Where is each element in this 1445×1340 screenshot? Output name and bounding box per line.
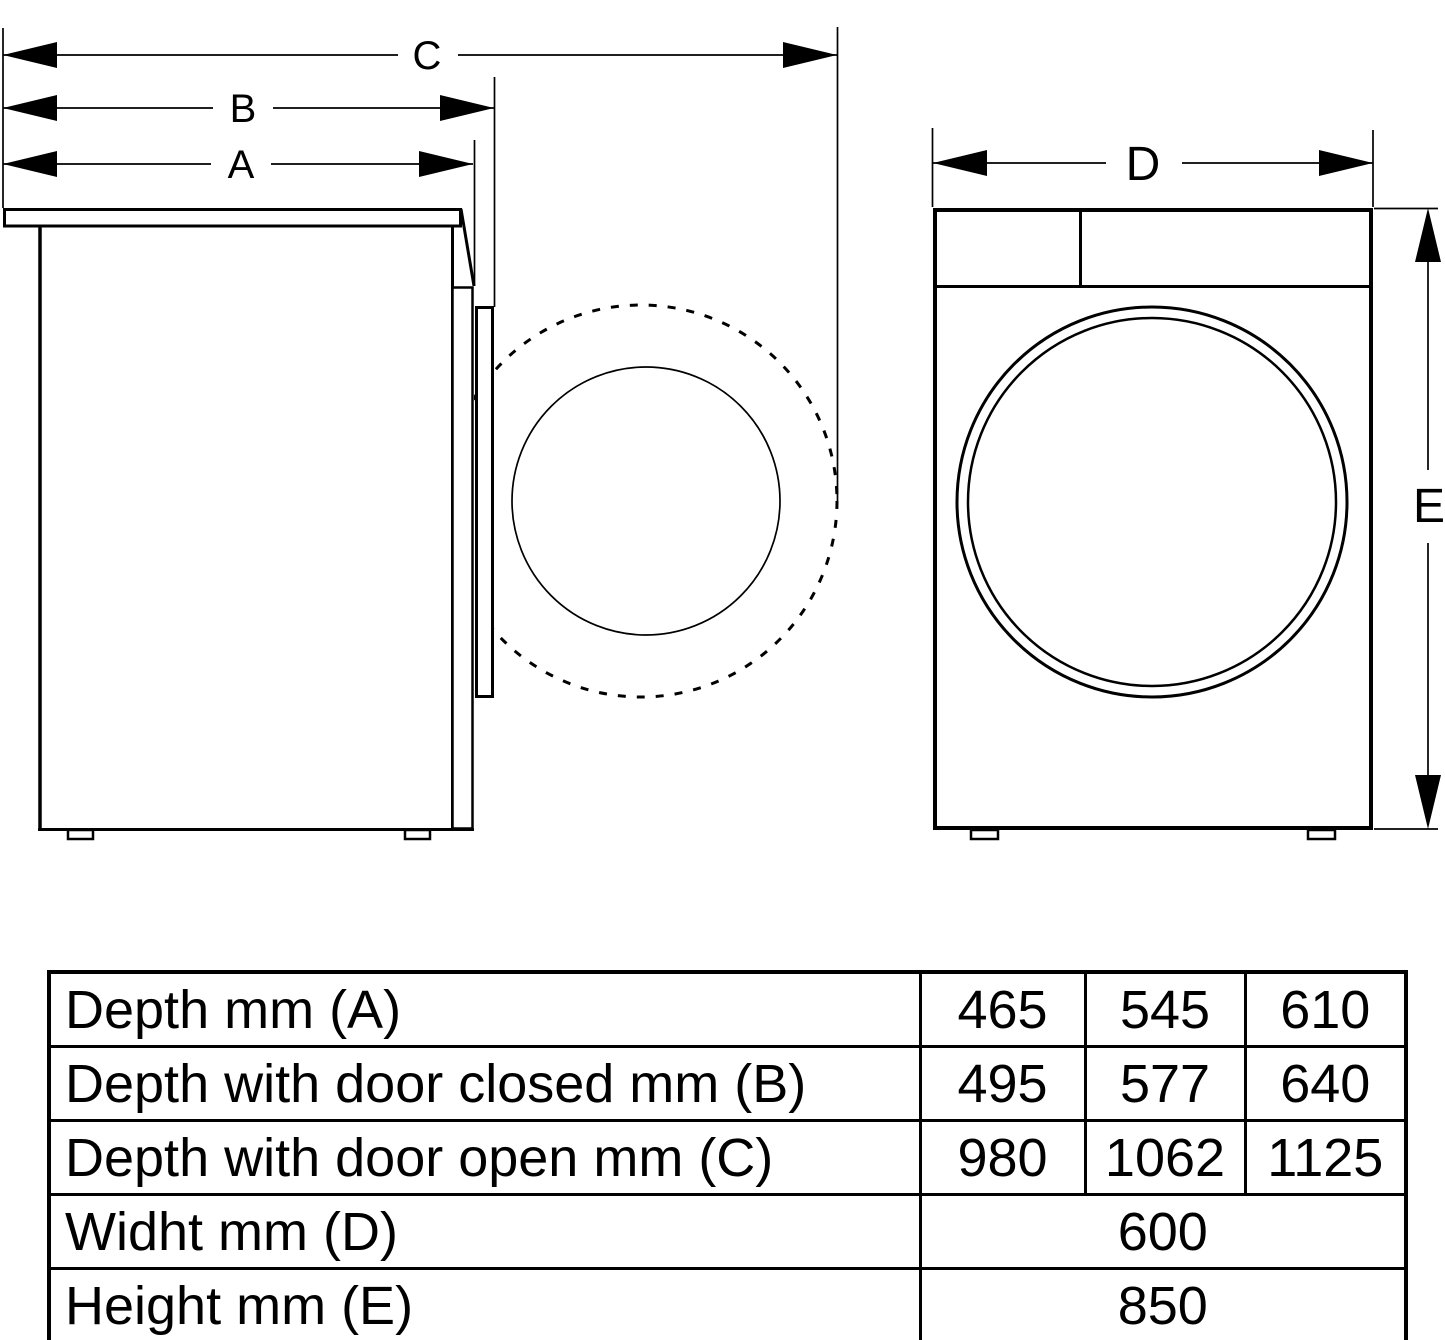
dim-label-e: E <box>1413 480 1445 533</box>
dim-label-c: C <box>413 34 442 78</box>
door-inner-ring <box>966 316 1338 688</box>
table-row-depth-a: Depth mm (A) 465 545 610 <box>47 970 1408 1048</box>
dimensions-table: Depth mm (A) 465 545 610 Depth with door… <box>47 970 1408 1340</box>
door-outer-ring <box>955 305 1349 699</box>
side-view-foot-right <box>403 828 432 841</box>
porthole-circle <box>511 366 781 636</box>
dim-label-a: A <box>228 143 255 187</box>
front-view-foot-right <box>1306 828 1337 841</box>
row-label-height-e: Height mm (E) <box>47 1267 922 1340</box>
value-depth-open-c-2: 1062 <box>1083 1119 1247 1196</box>
row-label-depth-a: Depth mm (A) <box>47 970 922 1048</box>
dimension-d: D <box>933 138 1373 191</box>
worktop <box>3 208 462 228</box>
arrowhead-e-down <box>1415 775 1441 829</box>
dim-label-b: B <box>230 87 257 131</box>
table-row-height-e: Height mm (E) 850 <box>47 1267 1408 1340</box>
value-depth-a-3: 610 <box>1243 970 1408 1048</box>
front-view-foot-left <box>969 828 1000 841</box>
value-depth-open-c-1: 980 <box>918 1119 1087 1196</box>
value-depth-a-1: 465 <box>918 970 1087 1048</box>
dimension-b: B <box>3 87 494 131</box>
table-row-depth-closed-b: Depth with door closed mm (B) 495 577 64… <box>47 1045 1408 1122</box>
value-depth-a-2: 545 <box>1083 970 1247 1048</box>
table-row-depth-open-c: Depth with door open mm (C) 980 1062 112… <box>47 1119 1408 1196</box>
open-door-edge <box>475 306 494 698</box>
dimension-e: E <box>1413 208 1445 829</box>
value-width-d: 600 <box>918 1193 1408 1270</box>
value-height-e: 850 <box>918 1267 1408 1340</box>
value-depth-closed-b-2: 577 <box>1083 1045 1247 1122</box>
dim-label-d: D <box>1126 138 1161 191</box>
arrowhead-d-right <box>1319 150 1373 176</box>
arrowhead-c-right <box>783 42 837 68</box>
value-depth-open-c-3: 1125 <box>1243 1119 1408 1196</box>
arrowhead-c-left <box>3 42 57 68</box>
front-wall <box>451 286 474 830</box>
side-view <box>3 208 839 841</box>
dimension-c: C <box>3 34 837 78</box>
table-row-width-d: Widht mm (D) 600 <box>47 1193 1408 1270</box>
cabinet-body <box>39 227 474 830</box>
arrowhead-a-left <box>3 151 57 177</box>
arrowhead-b-right <box>440 95 494 121</box>
control-panel-slant <box>459 208 476 287</box>
door-open-swing-dotted-circle <box>443 303 839 699</box>
row-label-depth-open-c: Depth with door open mm (C) <box>47 1119 922 1196</box>
side-view-foot-left <box>66 828 95 841</box>
front-cabinet-outline <box>933 208 1373 830</box>
extension-lines <box>2 27 1438 830</box>
row-label-depth-closed-b: Depth with door closed mm (B) <box>47 1045 922 1122</box>
value-depth-closed-b-1: 495 <box>918 1045 1087 1122</box>
arrowhead-e-up <box>1415 208 1441 262</box>
row-label-width-d: Widht mm (D) <box>47 1193 922 1270</box>
arrowhead-d-left <box>933 150 987 176</box>
arrowhead-a-right <box>419 151 473 177</box>
front-view <box>933 208 1373 841</box>
value-depth-closed-b-3: 640 <box>1243 1045 1408 1122</box>
arrowhead-b-left <box>3 95 57 121</box>
dimension-a: A <box>3 143 473 187</box>
